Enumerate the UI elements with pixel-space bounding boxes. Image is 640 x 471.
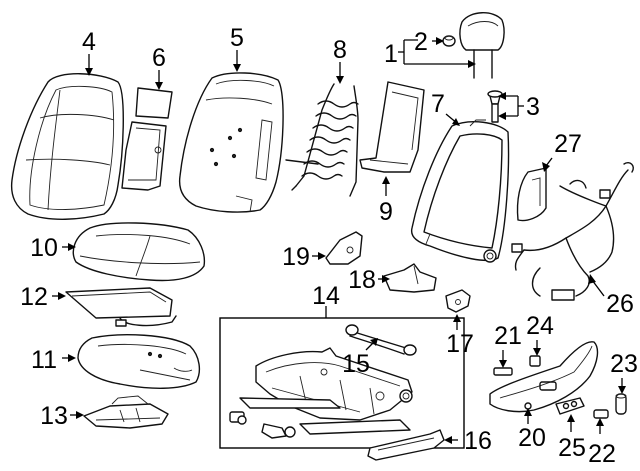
part-27-trim [516, 167, 547, 222]
part-21-switch [493, 367, 513, 376]
part-22-knob [593, 409, 609, 419]
callout-6: 6 [152, 44, 166, 72]
callout-4: 4 [82, 28, 96, 56]
callout-2: 2 [414, 28, 428, 56]
leader-lines [52, 37, 626, 444]
callout-10: 10 [30, 234, 58, 262]
part-12-heater-mat [65, 287, 177, 327]
callout-20: 20 [518, 424, 546, 452]
part-1-headrest [459, 12, 505, 79]
part-14-seat-track [229, 347, 413, 439]
part-18-bracket [383, 263, 437, 293]
callout-14: 14 [312, 282, 340, 310]
part-19-bracket [325, 231, 363, 265]
callout-23: 23 [610, 350, 638, 378]
part-24-knob [529, 355, 541, 367]
part-6-pad [121, 87, 173, 191]
callout-3: 3 [526, 93, 540, 121]
callout-22: 22 [588, 440, 616, 468]
part-17-clip [445, 289, 471, 313]
part-8-spring-mat [285, 83, 359, 197]
part-10-cushion-cover [72, 222, 206, 282]
callout-26: 26 [606, 290, 634, 318]
callout-1: 1 [384, 40, 398, 68]
callout-8: 8 [333, 36, 347, 64]
callout-15: 15 [342, 350, 370, 378]
callout-labels: 1 2 3 4 5 6 7 8 9 10 11 12 13 14 15 16 1… [20, 24, 638, 468]
part-14-assembly-box [219, 317, 465, 449]
callout-25: 25 [558, 434, 586, 462]
callout-21: 21 [494, 322, 522, 350]
callout-17: 17 [446, 330, 474, 358]
part-16-trim-cover [367, 429, 445, 461]
part-23-knob [615, 393, 627, 415]
callout-13: 13 [40, 402, 68, 430]
part-9-back-panel [359, 81, 425, 173]
part-4-seatback-cover [10, 73, 124, 220]
part-3-guides [487, 90, 503, 123]
part-2-guide-cap [442, 35, 456, 47]
callout-18: 18 [348, 266, 376, 294]
part-26-wire-harness [511, 162, 634, 301]
callout-7: 7 [431, 90, 445, 118]
part-11-cushion-pad [77, 334, 201, 389]
callout-16: 16 [464, 427, 492, 455]
part-5-seatback-pad [178, 72, 284, 213]
part-20-side-shield [489, 341, 599, 413]
callout-9: 9 [379, 198, 393, 226]
callout-24: 24 [526, 312, 554, 340]
callout-27: 27 [554, 130, 582, 158]
part-13-cushion-pan [83, 395, 169, 429]
part-7-seatback-frame [410, 119, 510, 263]
callout-5: 5 [230, 24, 244, 52]
callout-19: 19 [282, 243, 310, 271]
callout-11: 11 [31, 346, 57, 374]
part-25-switch [555, 397, 585, 415]
callout-12: 12 [20, 283, 48, 311]
